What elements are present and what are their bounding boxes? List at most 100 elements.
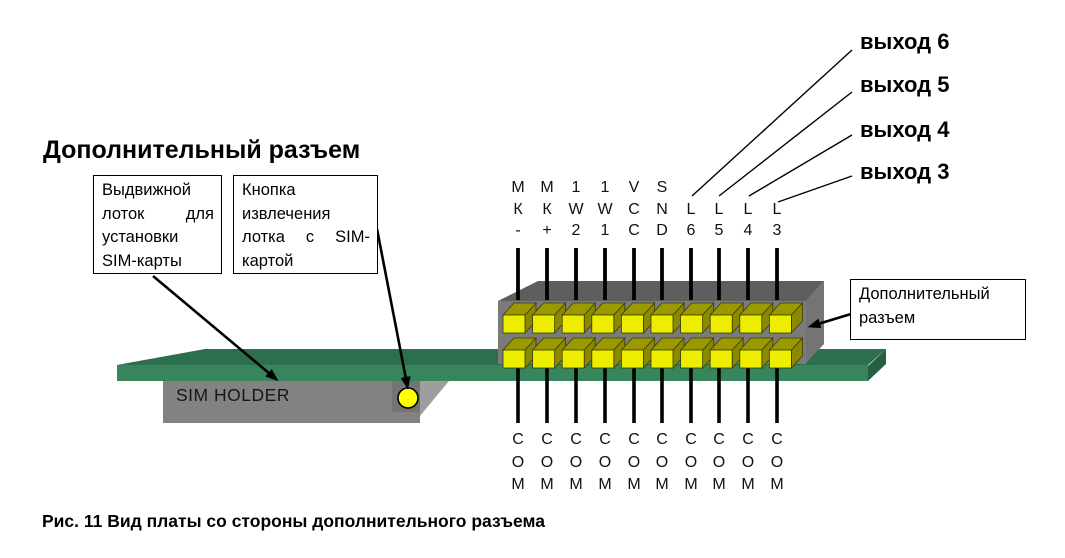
pin-label-char: К: [513, 200, 523, 218]
pin-label-char: [736, 177, 760, 199]
pin-label-char: O: [712, 453, 726, 471]
pin-contact: [561, 336, 597, 370]
pin-contact: [738, 336, 774, 370]
pin-front-face: [561, 349, 585, 369]
pin-label-char: C: [628, 222, 640, 239]
callout-line: лоток для: [102, 204, 214, 223]
pin-label-char: M: [569, 476, 583, 493]
pin-label-char: M: [655, 476, 669, 493]
pin-label-char: M: [684, 476, 698, 493]
pin-label-char: O: [770, 453, 784, 471]
pin-label-char: O: [540, 453, 554, 471]
callout-line: картой: [242, 251, 294, 270]
pin-front-face: [591, 349, 615, 369]
pin-label-char: W: [568, 200, 584, 218]
pin-label-char: [679, 177, 703, 199]
pin-label-char: C: [713, 431, 725, 448]
pin-front-face: [561, 314, 585, 334]
pin-label-char: [707, 177, 731, 199]
pin-front-face: [739, 349, 763, 369]
pin-label-char: C: [771, 431, 783, 448]
pin-label-char: W: [597, 200, 613, 218]
pin-label-char: +: [542, 222, 552, 239]
pin-contact: [620, 336, 656, 370]
pin-contact: [590, 336, 626, 370]
pin-label-char: 2: [571, 222, 581, 239]
pin-front-face: [769, 349, 792, 369]
pin-label-char: M: [712, 476, 726, 493]
pin-front-face: [680, 349, 703, 369]
pin-label-char: 1: [571, 179, 581, 196]
pin-front-face: [650, 314, 674, 334]
pin-front-face: [532, 349, 555, 369]
callout-line: SIM-карты: [102, 251, 182, 270]
pin-label-char: O: [655, 453, 669, 471]
pin-label-char: O: [511, 453, 525, 471]
pin-label-char: 4: [743, 222, 753, 239]
pin-front-face: [502, 314, 526, 334]
pin-front-face: [739, 314, 763, 334]
output-5-leader-line: [718, 91, 853, 197]
pin-label-char: C: [541, 431, 553, 448]
pin-label-char: L: [743, 200, 753, 218]
pins-layer: [502, 301, 804, 370]
pin-contact: [768, 301, 804, 335]
pin-label-char: M: [511, 476, 525, 493]
pin-label-char: М: [511, 179, 525, 196]
output-label-4: выход 4: [860, 117, 950, 142]
pin-front-face: [709, 314, 733, 334]
sim-holder-label: SIM HOLDER: [176, 385, 290, 405]
pin-contact: [531, 336, 567, 370]
pin-label-char: S: [656, 179, 668, 196]
pin-label-char: M: [598, 476, 612, 493]
pin-label-char: D: [656, 222, 668, 239]
pin-label-char: C: [628, 431, 640, 448]
callout-box-connector: Дополнительный разъем: [850, 279, 1026, 340]
pin-label-char: M: [770, 476, 784, 493]
pin-label-char: L: [714, 200, 724, 218]
pin-label-char: M: [741, 476, 755, 493]
pin-label-char: 5: [714, 222, 724, 239]
pin-label-char: M: [627, 476, 641, 493]
callout-box-sim-tray: Выдвижной лоток для установки SIM-карты: [93, 175, 222, 274]
eject-callout-arrow: [375, 228, 411, 390]
figure-caption: Рис. 11 Вид платы со стороны дополнитель…: [42, 511, 545, 531]
tray-callout-arrow: [152, 275, 279, 382]
pin-front-face: [621, 314, 644, 334]
pin-contact: [531, 301, 567, 335]
pcb-right-face: [868, 349, 886, 381]
callout-line: лотка с SIM-: [242, 228, 370, 246]
pcb-front-face: [117, 365, 868, 381]
callout-line: Дополнительный: [859, 285, 990, 303]
pin-front-face: [680, 314, 703, 334]
pin-contact: [709, 301, 745, 335]
pin-label-char: C: [570, 431, 582, 448]
pin-label-char: L: [772, 200, 782, 218]
pin-label-char: L: [686, 200, 696, 218]
pin-label-char: O: [741, 453, 755, 471]
callout-line: разъем: [859, 309, 916, 327]
pin-front-face: [650, 349, 674, 369]
pin-label-char: O: [598, 453, 612, 471]
pin-front-face: [502, 349, 526, 369]
pin-label-char: -: [515, 222, 521, 239]
wires-layer: [516, 248, 779, 423]
output-3-leader-line: [777, 175, 853, 203]
pin-front-face: [769, 314, 792, 334]
pin-label-char: M: [540, 476, 554, 493]
pin-contact: [502, 301, 537, 335]
output-6-leader-line: [691, 49, 853, 197]
pin-contact: [738, 301, 774, 335]
output-label-3: выход 3: [860, 159, 950, 184]
